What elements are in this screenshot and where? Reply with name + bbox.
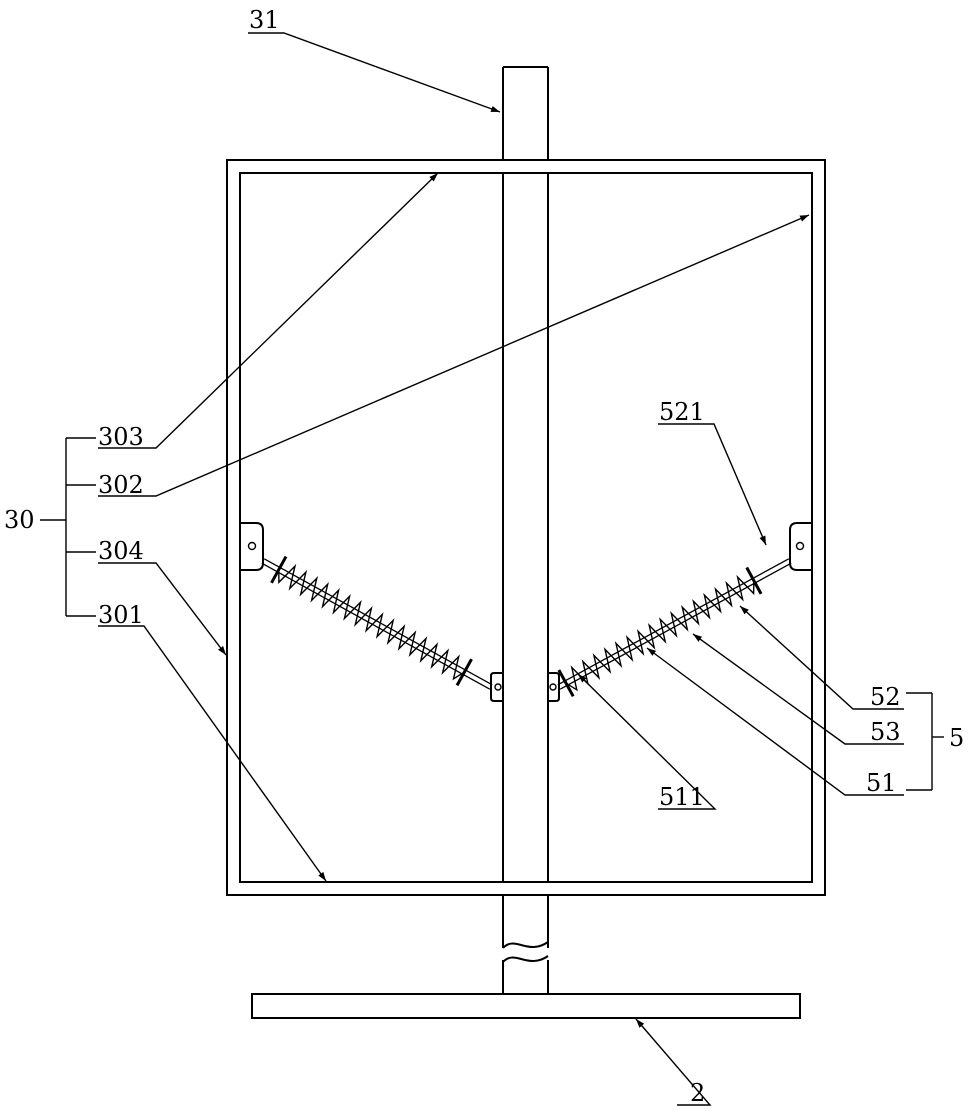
label-521: 521 <box>659 398 705 426</box>
right-shaft-bracket <box>548 673 559 701</box>
label-302: 302 <box>98 471 144 499</box>
left-wall-bracket <box>240 523 263 570</box>
left-spring-assembly <box>262 557 492 690</box>
right-spring-assembly <box>558 559 791 697</box>
right-wall-bracket <box>790 523 812 570</box>
left-shaft-bracket <box>491 673 503 701</box>
label-53: 53 <box>870 718 901 746</box>
label-304: 304 <box>98 537 144 565</box>
label-5: 5 <box>949 724 964 752</box>
label-52: 52 <box>870 683 901 711</box>
rod-line <box>264 559 492 685</box>
label-51: 51 <box>866 769 897 797</box>
rod-line <box>560 563 791 689</box>
spring-coil <box>279 566 465 679</box>
shaft <box>503 67 548 994</box>
label-30: 30 <box>4 506 35 534</box>
base-plate <box>252 994 800 1018</box>
label-301: 301 <box>98 601 144 629</box>
frame-outer <box>227 160 825 895</box>
label-303: 303 <box>98 423 144 451</box>
shaft-break-mark <box>503 942 548 948</box>
frame-inner <box>240 173 812 882</box>
label-2: 2 <box>690 1079 705 1107</box>
label-511: 511 <box>659 783 705 811</box>
spring-coil <box>566 577 754 690</box>
label-31: 31 <box>249 6 280 34</box>
shaft-break-mark <box>503 956 548 962</box>
